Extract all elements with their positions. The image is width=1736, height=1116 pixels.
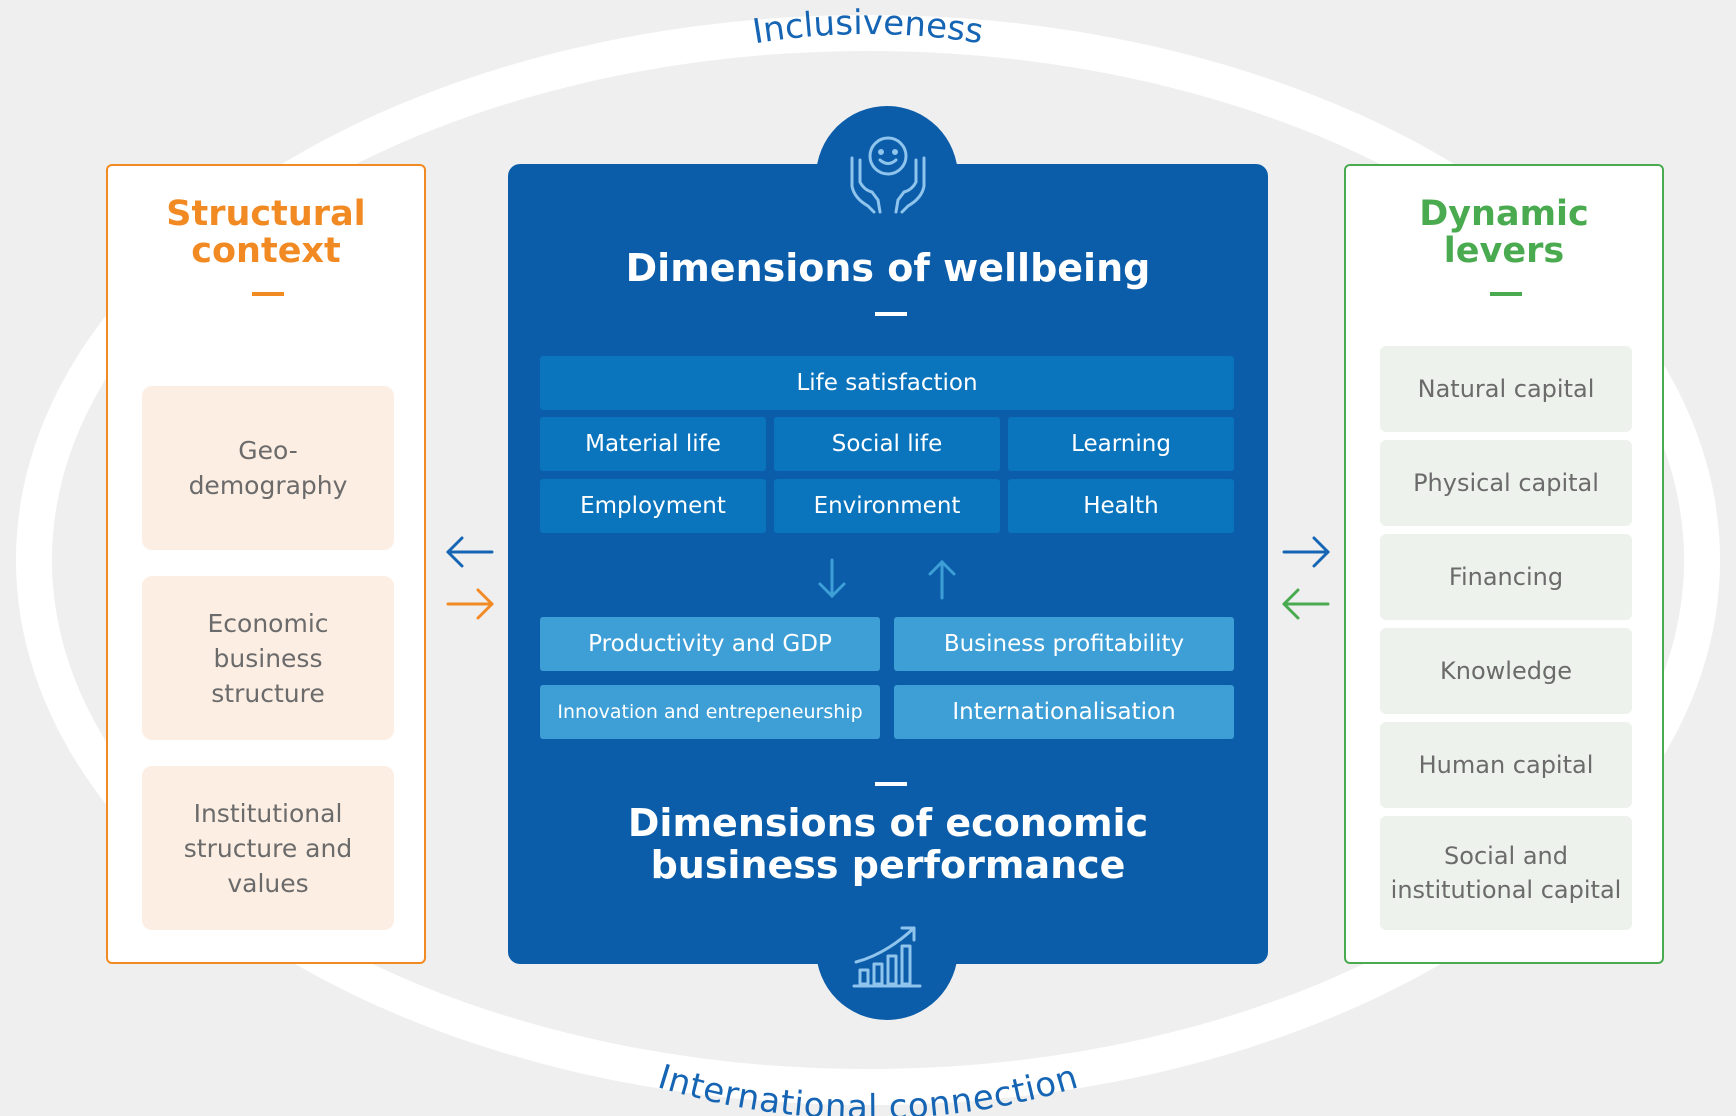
geo-demography-box: Geo- demography bbox=[142, 386, 394, 550]
arrow-left-icon bbox=[446, 536, 494, 568]
natural-capital-box: Natural capital bbox=[1380, 346, 1632, 432]
institutional-structure-box: Institutional structure and values bbox=[142, 766, 394, 930]
wellbeing-title: Dimensions of wellbeing bbox=[625, 246, 1151, 290]
business-profitability-tile: Business profitability bbox=[894, 617, 1234, 671]
learning-tile: Learning bbox=[1008, 417, 1234, 471]
arrow-right-icon bbox=[1282, 536, 1330, 568]
employment-tile: Employment bbox=[540, 479, 766, 533]
wellbeing-divider bbox=[875, 312, 907, 316]
environment-tile: Environment bbox=[774, 479, 1000, 533]
health-tile: Health bbox=[1008, 479, 1234, 533]
up-arrow-icon bbox=[928, 559, 956, 600]
human-capital-box: Human capital bbox=[1380, 722, 1632, 808]
life-satisfaction-tile: Life satisfaction bbox=[540, 356, 1234, 410]
economic-performance-title: Dimensions of economic business performa… bbox=[627, 801, 1149, 887]
social-life-tile: Social life bbox=[774, 417, 1000, 471]
material-life-tile: Material life bbox=[540, 417, 766, 471]
hands-smiley-icon bbox=[850, 136, 926, 214]
financing-box: Financing bbox=[1380, 534, 1632, 620]
social-institutional-capital-box: Social and institutional capital bbox=[1380, 816, 1632, 930]
structural-context-panel: Structural context Geo- demography Econo… bbox=[106, 164, 426, 964]
growth-bar-chart-icon bbox=[852, 926, 922, 988]
innovation-tile: Innovation and entrepeneurship bbox=[540, 685, 880, 739]
internationalisation-tile: Internationalisation bbox=[894, 685, 1234, 739]
right-connector-arrows bbox=[1282, 536, 1330, 620]
down-arrow-icon bbox=[818, 558, 846, 599]
productivity-gdp-tile: Productivity and GDP bbox=[540, 617, 880, 671]
title-divider bbox=[252, 292, 284, 296]
left-connector-arrows bbox=[446, 536, 494, 620]
physical-capital-box: Physical capital bbox=[1380, 440, 1632, 526]
knowledge-box: Knowledge bbox=[1380, 628, 1632, 714]
title-divider bbox=[1490, 292, 1522, 296]
dynamic-levers-title: Dynamic levers bbox=[1419, 194, 1589, 271]
interaction-arrows bbox=[818, 558, 956, 600]
center-panel: Dimensions of wellbeing Life satisfactio… bbox=[508, 164, 1268, 964]
structural-context-title: Structural context bbox=[166, 194, 366, 271]
arrow-left-icon bbox=[1282, 588, 1330, 620]
dynamic-levers-panel: Dynamic levers Natural capital Physical … bbox=[1344, 164, 1664, 964]
economic-divider bbox=[875, 782, 907, 786]
economic-business-structure-box: Economic business structure bbox=[142, 576, 394, 740]
arrow-right-icon bbox=[446, 588, 494, 620]
